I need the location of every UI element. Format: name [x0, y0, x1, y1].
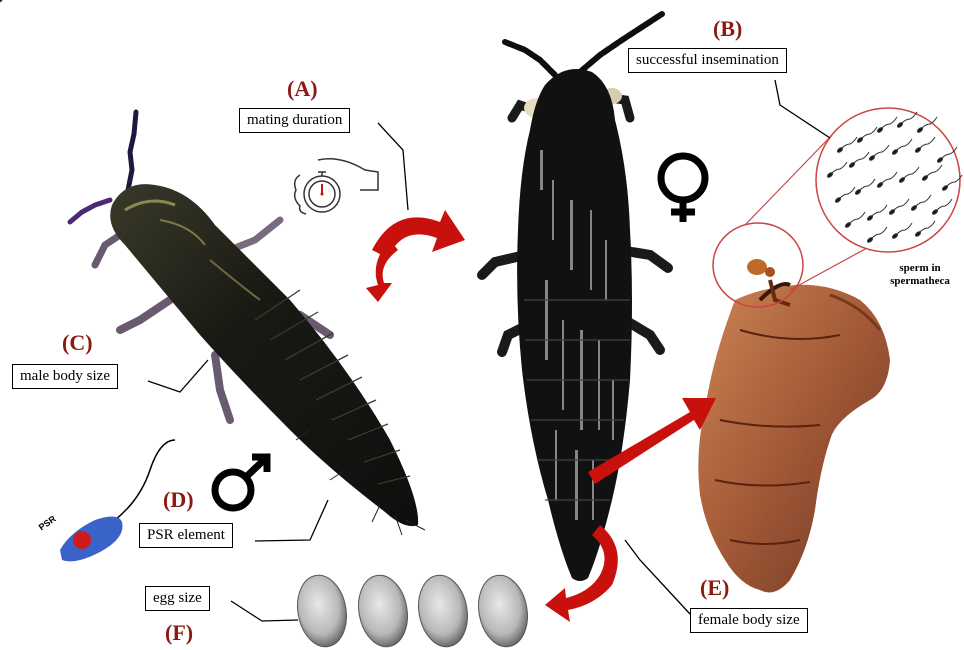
sperm-label-line2: spermatheca — [878, 275, 962, 288]
label-c-letter: (C) — [62, 330, 93, 356]
sperm-zoom-circle — [816, 108, 960, 252]
eggs — [292, 571, 533, 650]
label-e-box: female body size — [690, 608, 808, 633]
label-a-box: mating duration — [239, 108, 350, 133]
sperm-label-line1: sperm in — [878, 262, 962, 275]
stopwatch-hand-icon — [295, 159, 378, 214]
female-thrips — [482, 14, 668, 581]
label-d-box: PSR element — [139, 523, 233, 548]
label-c-box: male body size — [12, 364, 118, 389]
label-f-box: egg size — [145, 586, 210, 611]
label-f-letter: (F) — [165, 620, 193, 646]
spermatheca-image — [698, 259, 890, 592]
egg-3 — [413, 571, 473, 650]
label-b-box: successful insemination — [628, 48, 787, 73]
label-d-letter: (D) — [163, 487, 194, 513]
male-symbol-icon — [215, 457, 267, 508]
label-e-letter: (E) — [700, 575, 729, 601]
egg-1 — [292, 571, 352, 650]
label-b-letter: (B) — [713, 16, 742, 42]
egg-2 — [353, 571, 413, 650]
egg-4 — [473, 571, 533, 650]
female-symbol-icon — [661, 156, 705, 222]
sperm-in-spermatheca-label: sperm in spermatheca — [878, 262, 962, 288]
label-a-letter: (A) — [287, 76, 318, 102]
